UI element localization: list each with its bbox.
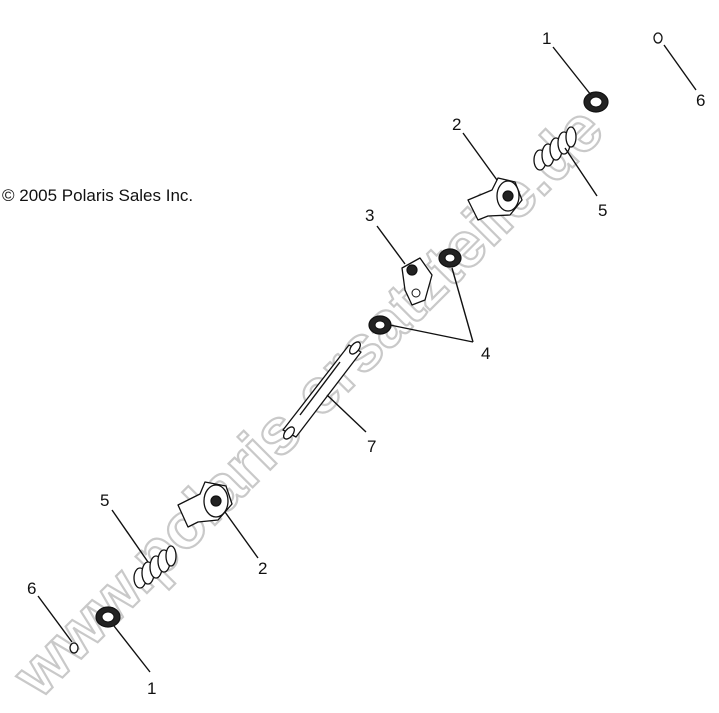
callout-6-top: 6 — [696, 91, 705, 110]
callout-1-top: 1 — [542, 29, 551, 48]
callout-2-bottom: 2 — [258, 559, 267, 578]
spring-upper — [533, 126, 577, 171]
washer-upper — [583, 91, 609, 113]
callout-2-top: 2 — [452, 115, 461, 134]
callout-1-bottom: 1 — [147, 679, 156, 698]
bushing-lower — [368, 315, 392, 335]
callout-7: 7 — [367, 437, 376, 456]
washer-lower — [95, 606, 121, 628]
leader-lines — [37, 44, 697, 673]
callout-5-bottom: 5 — [100, 491, 109, 510]
e-clip-lower — [69, 642, 79, 654]
shift-fork-lower — [177, 481, 233, 528]
callout-3: 3 — [365, 206, 374, 225]
detent-arm — [401, 257, 433, 306]
callout-5-top: 5 — [598, 201, 607, 220]
bushing-upper — [438, 248, 462, 268]
e-clip-upper — [653, 32, 663, 44]
spring-lower — [133, 545, 177, 589]
copyright-notice: © 2005 Polaris Sales Inc. — [2, 186, 194, 205]
callout-6-bottom: 6 — [27, 579, 36, 598]
shift-fork-upper — [467, 177, 523, 221]
shift-shaft — [282, 341, 362, 440]
callout-4: 4 — [481, 344, 490, 363]
